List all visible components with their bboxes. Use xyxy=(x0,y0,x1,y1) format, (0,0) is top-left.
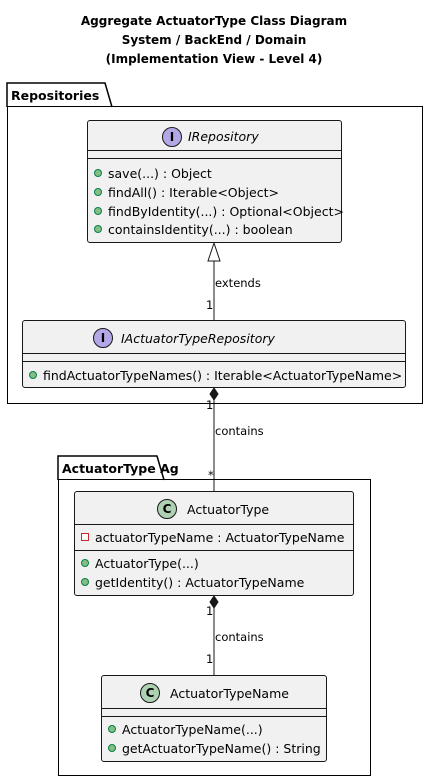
interface-badge-icon: I xyxy=(93,328,113,348)
public-icon xyxy=(94,207,102,215)
title-line-2: System / BackEnd / Domain xyxy=(121,33,307,47)
repo-contains-diamond xyxy=(209,387,219,401)
title-line-3: (Implementation View - Level 4) xyxy=(105,52,323,66)
public-icon xyxy=(94,169,102,177)
separator xyxy=(88,158,341,159)
method-findbyidentity: findByIdentity(...) : Optional<Object> xyxy=(94,203,344,221)
title-line-1: Aggregate ActuatorType Class Diagram xyxy=(80,14,348,28)
repo-contains-multiplicity-to: * xyxy=(208,468,214,482)
iactuatortyperepository-name: IActuatorTypeRepository xyxy=(121,331,275,346)
separator xyxy=(75,524,353,525)
aggregate-package xyxy=(58,479,371,776)
aggregate-package-label: ActuatorType Ag xyxy=(62,461,179,476)
interface-badge-icon: I xyxy=(162,127,182,147)
actuatortypename-name: ActuatorTypeName xyxy=(170,686,289,701)
public-icon xyxy=(81,578,89,586)
method-findall: findAll() : Iterable<Object> xyxy=(94,184,279,202)
diagram-title: Aggregate ActuatorType Class Diagram Sys… xyxy=(0,12,428,69)
extends-label: extends xyxy=(215,276,261,290)
separator xyxy=(23,361,405,362)
separator xyxy=(102,708,326,709)
repo-contains-label: contains xyxy=(215,424,264,438)
irepository-name: IRepository xyxy=(188,129,259,144)
type-contains-multiplicity-to: 1 xyxy=(206,652,214,666)
separator xyxy=(75,550,353,551)
actuatortypename-class[interactable]: C ActuatorTypeName ActuatorTypeName(...)… xyxy=(101,675,327,762)
method-actuatortypename-constructor: ActuatorTypeName(...) xyxy=(108,721,263,739)
extends-arrowhead xyxy=(207,241,221,262)
public-icon xyxy=(94,225,102,233)
repositories-package xyxy=(7,106,423,404)
method-getidentity: getIdentity() : ActuatorTypeName xyxy=(81,574,304,592)
type-contains-diamond xyxy=(209,595,219,609)
method-findactuatortypenames: findActuatorTypeNames() : Iterable<Actua… xyxy=(29,367,402,385)
public-icon xyxy=(94,188,102,196)
field-actuatortypename: actuatorTypeName : ActuatorTypeName xyxy=(81,529,344,547)
iactuatortyperepository-class[interactable]: I IActuatorTypeRepository findActuatorTy… xyxy=(22,320,406,388)
public-icon xyxy=(108,744,116,752)
method-actuatortype-constructor: ActuatorType(...) xyxy=(81,555,199,573)
class-badge-icon: C xyxy=(140,683,160,703)
type-contains-multiplicity-from: 1 xyxy=(206,604,214,618)
extends-multiplicity: 1 xyxy=(206,298,214,312)
repositories-package-tab-shape xyxy=(6,82,113,108)
public-icon xyxy=(81,559,89,567)
public-icon xyxy=(108,725,116,733)
separator xyxy=(102,716,326,717)
method-getactuatortypename: getActuatorTypeName() : String xyxy=(108,740,321,758)
actuatortype-name: ActuatorType xyxy=(187,502,270,517)
aggregate-package-tab-shape xyxy=(57,455,165,481)
repositories-package-label: Repositories xyxy=(11,88,100,103)
private-icon xyxy=(81,533,89,541)
separator xyxy=(23,353,405,354)
public-icon xyxy=(29,371,37,379)
method-save: save(...) : Object xyxy=(94,165,212,183)
actuatortype-class[interactable]: C ActuatorType actuatorTypeName : Actuat… xyxy=(74,491,354,596)
separator xyxy=(88,150,341,151)
irepository-class[interactable]: I IRepository save(...) : Object findAll… xyxy=(87,120,344,243)
type-contains-label: contains xyxy=(215,630,264,644)
method-containsidentity: containsIdentity(...) : boolean xyxy=(94,221,293,239)
class-badge-icon: C xyxy=(157,499,177,519)
repo-contains-multiplicity-from: 1 xyxy=(206,398,214,412)
